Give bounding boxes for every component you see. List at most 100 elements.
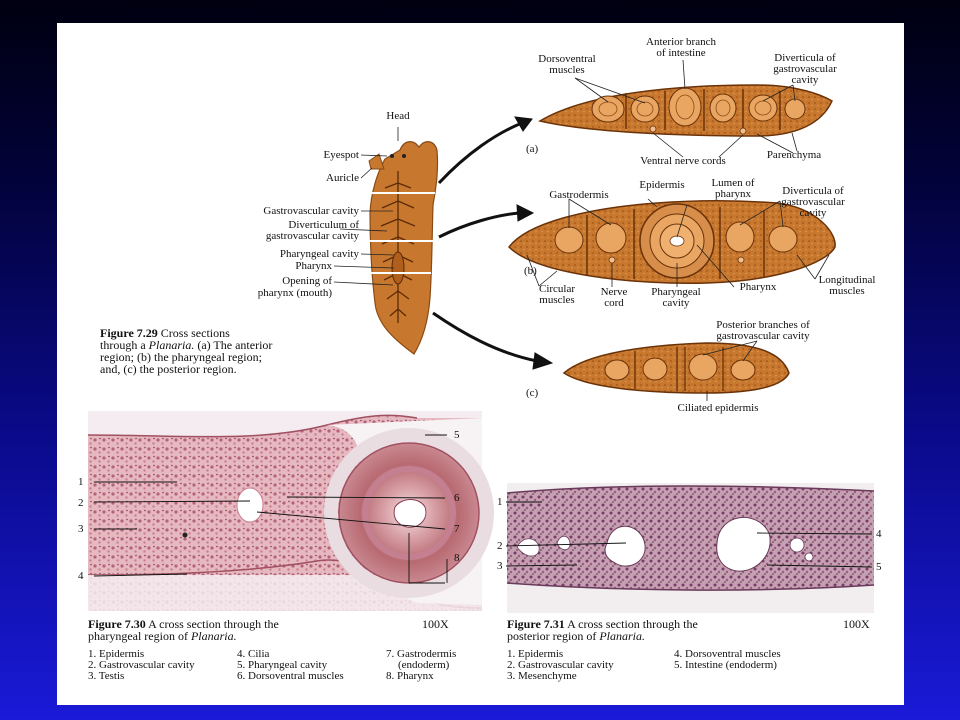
label-b-nerve-2: cord (604, 297, 624, 309)
label-diverticulum-line2: gastrovascular cavity (265, 230, 359, 242)
section-c-drawing (562, 342, 790, 394)
label-c-posterior-1: Posterior branches of (716, 319, 810, 331)
marker-731-2: 2 (497, 540, 503, 552)
magnification-730: 100X (422, 617, 449, 631)
label-b-pharyngeal-2: cavity (662, 297, 690, 309)
section-leaders (526, 59, 830, 401)
legend-731-4: 4. Dorsoventral muscles (674, 648, 781, 660)
caption-731-title: Figure 7.31 (507, 617, 565, 631)
label-b-lumen-1: Lumen of (711, 177, 755, 189)
section-a-drawing (538, 84, 833, 137)
caption-730-title: Figure 7.30 (88, 617, 146, 631)
label-a-parenchyma: Parenchyma (766, 149, 822, 161)
caption-729-line1: Cross sections (160, 326, 230, 340)
caption-729-line3: region; (b) the pharyngeal region; (100, 350, 262, 364)
caption-730-line1: A cross section through the (148, 617, 279, 631)
label-pharynx: Pharynx (295, 260, 332, 272)
figure-drawings (87, 59, 875, 613)
marker-731-4: 4 (876, 528, 882, 540)
marker-730-8: 8 (454, 552, 460, 564)
caption-729-line2c: (a) The anterior (197, 338, 273, 352)
marker-730-5: 5 (454, 429, 460, 441)
label-a-tag: (a) (526, 143, 539, 155)
caption-731-line1: A cross section through the (567, 617, 698, 631)
label-b-longitudinal-2: muscles (829, 285, 865, 297)
label-b-tag: (b) (524, 265, 537, 277)
caption-731-line2b: Planaria. (599, 629, 645, 643)
marker-730-4: 4 (78, 570, 84, 582)
label-b-circular-1: Circular (538, 283, 576, 295)
micrograph-leaders (93, 434, 873, 584)
marker-730-7: 7 (454, 523, 460, 535)
caption-729-line2a: through a (100, 338, 146, 352)
marker-731-1: 1 (497, 496, 503, 508)
section-arrows (432, 116, 554, 370)
marker-731-5: 5 (876, 561, 882, 573)
caption-729: Figure 7.29 Cross sections through a Pla… (100, 327, 320, 375)
label-b-pharynx: Pharynx (739, 281, 777, 293)
marker-731-3: 3 (497, 560, 503, 572)
label-a-dorsoventral-2: muscles (549, 64, 585, 76)
label-gastrovascular-cavity: Gastrovascular cavity (263, 205, 359, 217)
label-a-diverticula-3: cavity (791, 74, 819, 86)
label-b-nerve-1: Nerve (600, 286, 628, 298)
label-b-pharyngeal-1: Pharyngeal (651, 286, 701, 298)
label-a-anterior-2: of intestine (656, 47, 706, 59)
caption-729-title: Figure 7.29 (100, 326, 158, 340)
magnification-731: 100X (843, 617, 870, 631)
legend-730-7: 7. Gastrodermis (386, 648, 457, 660)
caption-730-line2a: pharyngeal region of (88, 629, 188, 643)
label-b-lumen-2: pharynx (714, 188, 752, 200)
caption-731: Figure 7.31 A cross section through the … (507, 618, 837, 642)
legend-730-6: 6. Dorsoventral muscles (237, 670, 344, 682)
legend-730-2: 2. Gastrovascular cavity (88, 659, 195, 671)
label-a-diverticula-2: gastrovascular (773, 63, 837, 75)
micrograph-730 (87, 411, 494, 611)
legend-731-1: 1. Epidermis (507, 648, 564, 660)
caption-730-line2b: Planaria. (190, 629, 237, 643)
legend-730-3: 3. Testis (88, 670, 125, 682)
section-b-drawing (508, 200, 836, 284)
label-pharyngeal-cavity: Pharyngeal cavity (279, 248, 359, 260)
planaria-leaders (333, 127, 399, 286)
label-c-posterior-2: gastrovascular cavity (716, 330, 810, 342)
caption-729-line4: and, (c) the posterior region. (100, 362, 237, 376)
label-b-diverticula-2: gastrovascular (781, 196, 845, 208)
label-a-ventral-nerve: Ventral nerve cords (640, 155, 726, 167)
planaria-drawing (353, 141, 439, 355)
label-eyespot: Eyespot (323, 149, 359, 161)
label-b-gastrodermis: Gastrodermis (549, 189, 609, 201)
label-a-diverticula-1: Diverticula of (774, 52, 836, 64)
slide-page: Head Eyespot Auricle Gastrovascular cavi… (57, 23, 904, 705)
micrograph-731 (506, 483, 875, 613)
label-c-ciliated: Ciliated epidermis (677, 402, 759, 414)
legend-730-7b: (endoderm) (398, 659, 450, 671)
label-auricle: Auricle (326, 172, 359, 184)
label-diverticulum-line1: Diverticulum of (288, 219, 359, 231)
label-opening-line1: Opening of (282, 275, 332, 287)
label-a-dorsoventral-1: Dorsoventral (538, 53, 596, 65)
legend-731-3: 3. Mesenchyme (507, 670, 577, 682)
marker-730-1: 1 (78, 476, 84, 488)
label-b-diverticula-1: Diverticula of (782, 185, 844, 197)
label-a-anterior-1: Anterior branch (646, 36, 716, 48)
marker-730-3: 3 (78, 523, 84, 535)
label-b-diverticula-3: cavity (799, 207, 827, 219)
caption-730: Figure 7.30 A cross section through the … (88, 618, 448, 642)
legend-730-8: 8. Pharynx (386, 670, 434, 682)
label-opening-line2: pharynx (mouth) (257, 287, 332, 299)
label-c-tag: (c) (526, 387, 539, 399)
legend-730-4: 4. Cilia (237, 648, 270, 660)
legend-730-5: 5. Pharyngeal cavity (237, 659, 328, 671)
label-b-longitudinal-1: Longitudinal (818, 274, 876, 286)
legend-730-1: 1. Epidermis (88, 648, 145, 660)
legend-731-5: 5. Intestine (endoderm) (674, 659, 777, 671)
legend-731-2: 2. Gastrovascular cavity (507, 659, 614, 671)
caption-729-line2b: Planaria. (148, 338, 195, 352)
marker-730-2: 2 (78, 497, 84, 509)
label-b-epidermis: Epidermis (639, 179, 685, 191)
label-head: Head (386, 110, 410, 122)
marker-730-6: 6 (454, 492, 460, 504)
label-b-circular-2: muscles (539, 294, 575, 306)
caption-731-line2a: posterior region of (507, 629, 597, 643)
